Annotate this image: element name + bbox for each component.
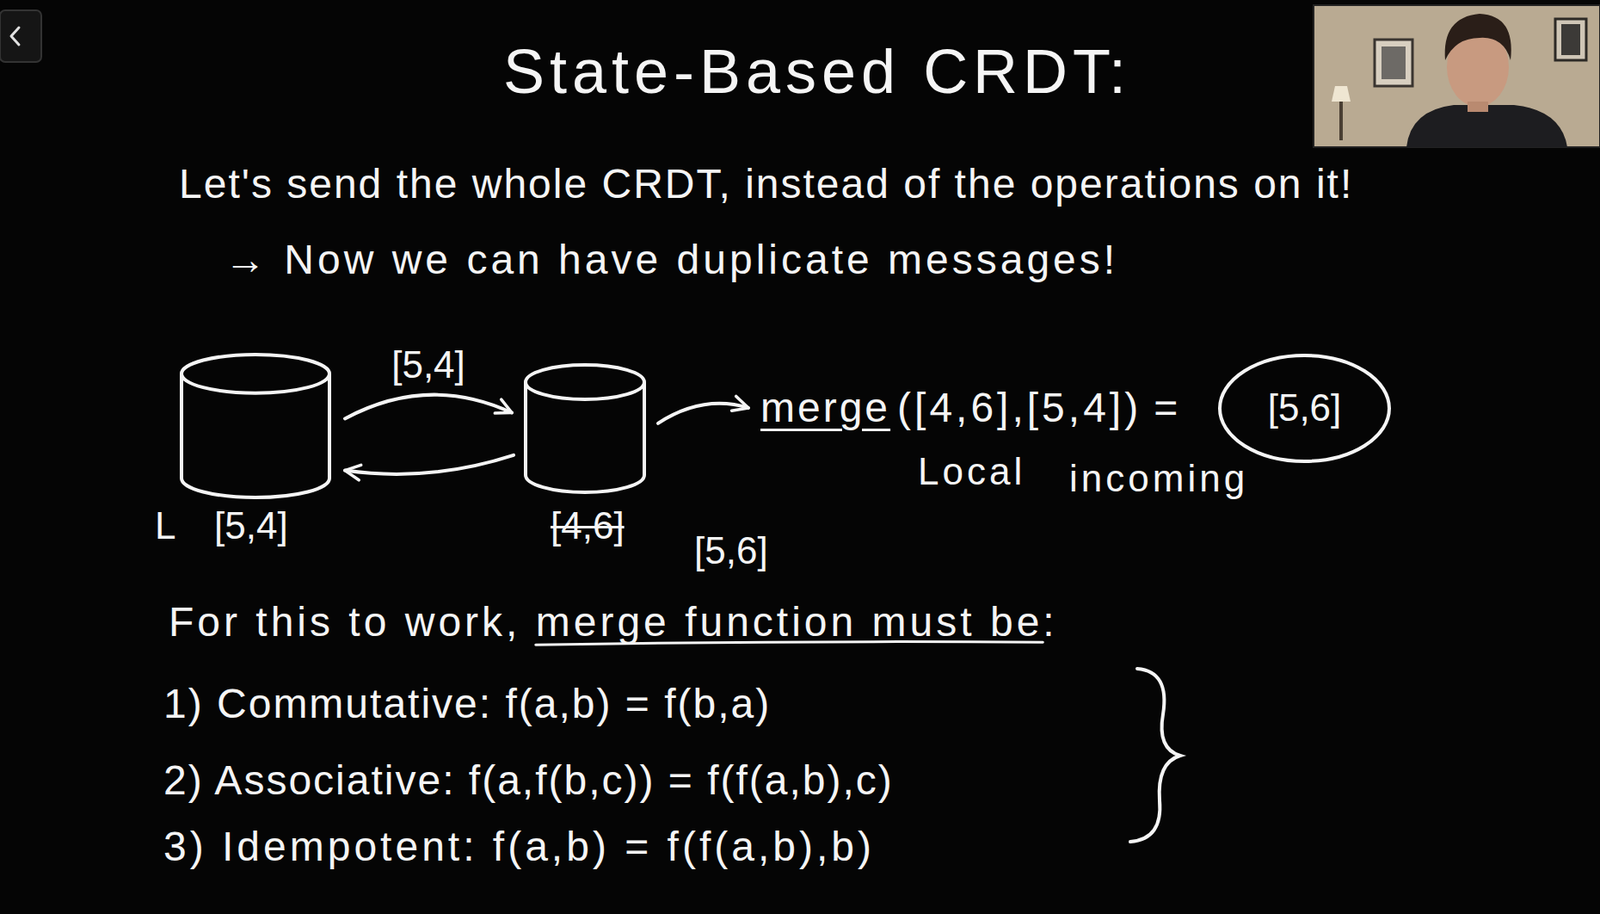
- note-text: → Now we can have duplicate messages!: [224, 234, 1119, 285]
- database-node: [5,4]: [154, 344, 345, 560]
- node-text: [5,6]: [694, 528, 769, 574]
- cylinder-shape: [522, 362, 648, 495]
- heading-text: For this to work, merge function must be…: [168, 596, 1059, 647]
- edge-label: [5,4]: [391, 342, 466, 388]
- leader-arrow: [658, 403, 749, 424]
- arg-caption: Local: [917, 449, 1026, 495]
- circle-outline-path: [1219, 355, 1390, 462]
- side-label: L: [154, 503, 176, 549]
- curly-brace: [1130, 668, 1181, 842]
- property-line: 1) Commutative: f(a,b) = f(b,a): [163, 678, 771, 729]
- connector-arrow: [344, 455, 514, 474]
- webcam-inset: [1313, 5, 1600, 148]
- back-button: [0, 10, 42, 62]
- cylinder-shape: [178, 351, 333, 500]
- node-text: [4,6]: [550, 503, 625, 549]
- function-args: ([4,6],[5,4]): [897, 382, 1142, 433]
- property-line: 2) Associative: f(a,f(b,c)) = f(f(a,b),c…: [163, 755, 894, 806]
- node-text: [5,4]: [214, 503, 289, 549]
- title: State-Based CRDT:: [503, 34, 1132, 109]
- cylinder-outline: [181, 354, 330, 498]
- cylinder-outline: [525, 364, 645, 493]
- connector-arrow: [344, 394, 512, 419]
- result-circle: [5,6]: [1216, 351, 1393, 465]
- node-text: [5,6]: [1267, 385, 1342, 431]
- note-text: Let's send the whole CRDT, instead of th…: [178, 159, 1354, 210]
- arg-caption: incoming: [1069, 455, 1249, 502]
- equals-sign: =: [1153, 382, 1178, 433]
- function-name: merge: [760, 382, 891, 433]
- database-node: [4,6] [5,6]: [516, 356, 844, 581]
- property-line: 3) Idempotent: f(a,b) = f(f(a,b),b): [163, 821, 875, 872]
